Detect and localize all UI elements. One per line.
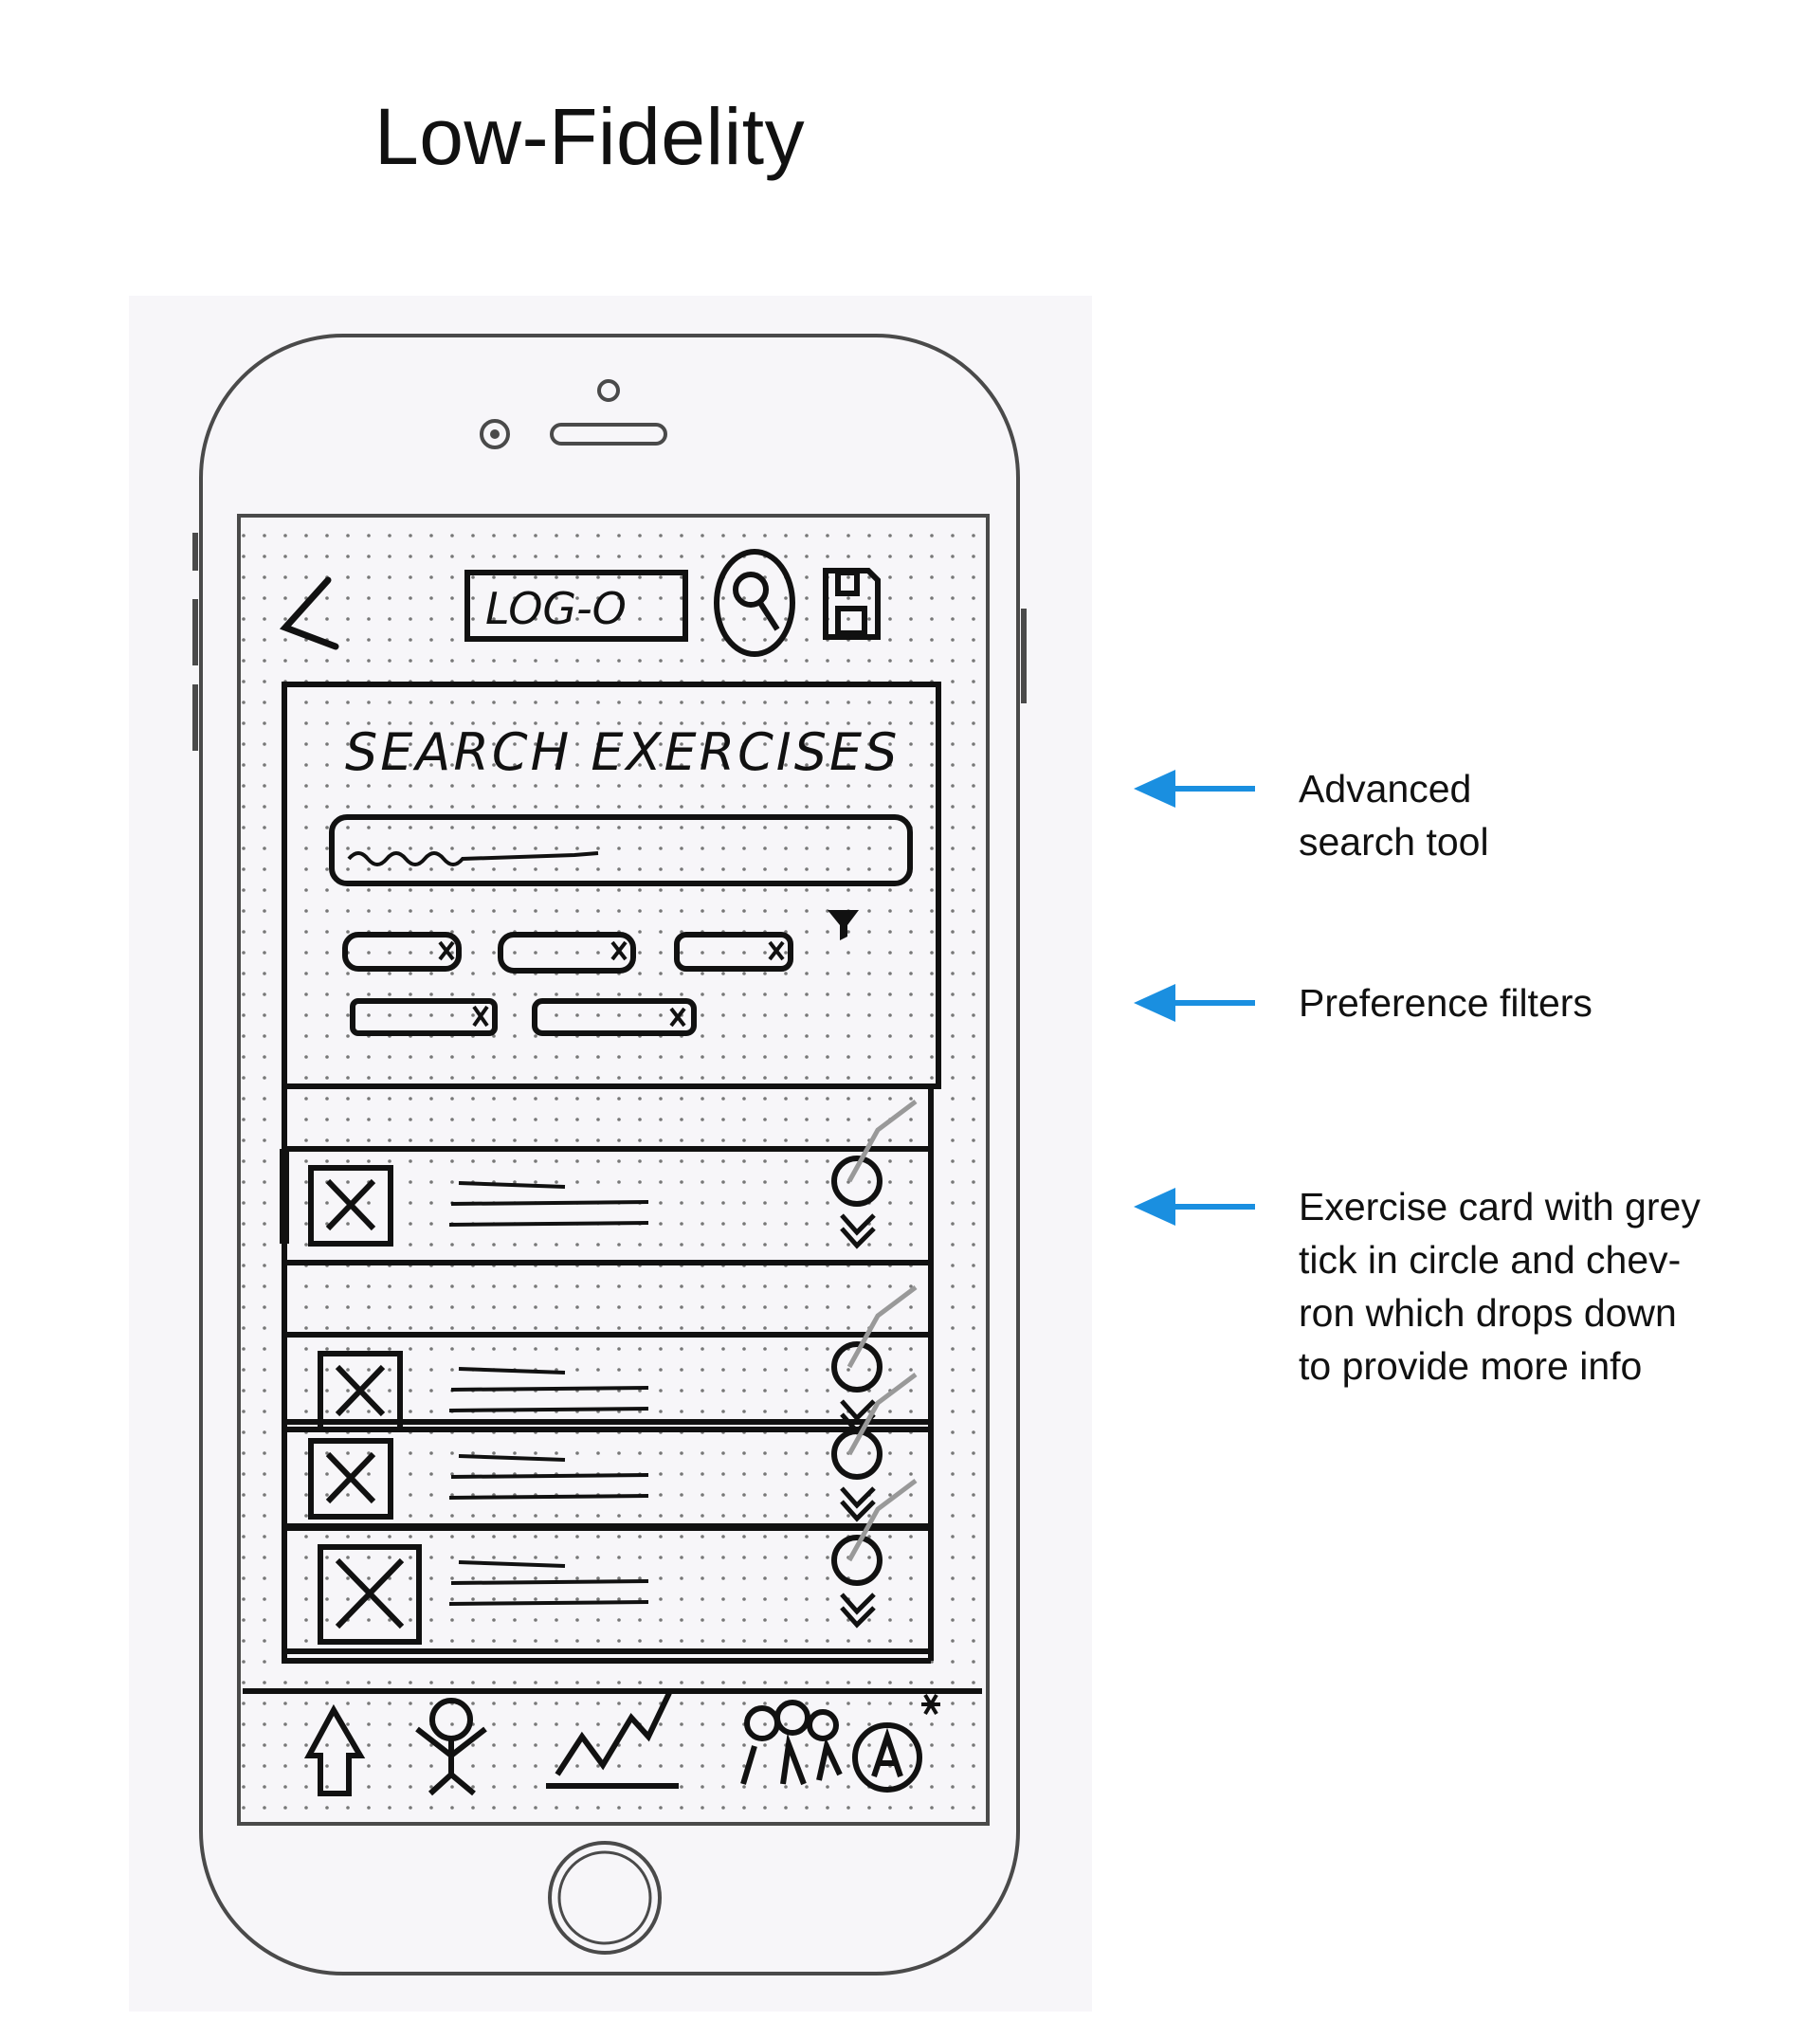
annotation-line: ron which drops down [1299,1291,1677,1335]
exercise-list-frame [280,1086,934,1664]
exercise-thumbnail-icon [318,1351,403,1432]
preference-filter-chips [342,932,793,1036]
search-panel [282,682,941,1089]
camera-icon [480,419,510,449]
phone-outline [192,334,1027,1975]
search-input-scribble [347,851,599,866]
exercise-thumbnail-icon [318,1544,422,1645]
chevron-down-icon[interactable] [840,1213,876,1249]
exercise-thumbnail-icon [308,1438,393,1520]
grey-tick-circle-icon[interactable] [831,1479,918,1586]
grey-tick-circle-icon[interactable] [831,1373,918,1480]
chevron-down-icon[interactable] [840,1486,876,1522]
filter-chip[interactable] [674,932,793,972]
filter-chip[interactable] [498,932,636,974]
home-icon[interactable] [303,1703,366,1796]
chevron-down-icon[interactable] [840,1593,876,1629]
logo-text: LOG-O [485,583,627,634]
search-panel-title: SEARCH EXERCISES [345,722,900,782]
filter-chip[interactable] [350,998,498,1036]
grey-tick-circle-icon[interactable] [831,1285,918,1393]
exercise-text-lines [448,1181,649,1227]
page-title: Low-Fidelity [374,92,806,181]
earpiece-dot-icon [597,379,620,402]
save-icon [823,568,881,640]
annotation-text: Exercise card with grey tick in circle an… [1299,1180,1701,1393]
exercise-card[interactable] [284,1479,931,1654]
grey-tick-circle-icon[interactable] [831,1100,918,1207]
exercise-text-lines [448,1367,649,1412]
annotation-line: tick in circle and chev- [1299,1238,1682,1282]
annotation-line: Advanced [1299,767,1472,810]
exercise-cards [284,1100,931,1654]
exercise-person-icon[interactable] [415,1698,487,1796]
exercise-card[interactable] [284,1285,931,1435]
left-arrow-icon [1134,770,1255,808]
annotation-line: search tool [1299,820,1489,864]
logo-box [464,570,688,642]
exercise-text-lines [448,1454,649,1500]
annotation-text: Preference filters [1299,976,1592,1029]
annotation-text: Advanced search tool [1299,762,1489,868]
annotation-line: Preference filters [1299,981,1592,1025]
home-button-icon [548,1841,662,1955]
profile-icon[interactable] [852,1693,940,1793]
progress-chart-icon[interactable] [546,1691,679,1789]
left-arrow-icon [1134,984,1255,1022]
exercise-thumbnail-icon [308,1165,393,1247]
search-icon [714,549,795,657]
filter-chip[interactable] [532,998,697,1036]
annotation-line: Exercise card with grey [1299,1185,1701,1229]
exercise-card[interactable] [284,1100,931,1265]
filter-chip[interactable] [342,932,462,972]
community-icon[interactable] [740,1700,843,1786]
filter-icon [828,910,859,940]
annotation-line: to provide more info [1299,1344,1643,1388]
exercise-text-lines [448,1560,649,1606]
back-chevron-icon [279,576,339,650]
search-input[interactable] [329,814,913,886]
phone-wireframe-sketch: LOG-O SEARCH EXERCISES [192,334,1027,1975]
speaker-grille [550,423,667,446]
left-arrow-icon [1134,1188,1255,1226]
